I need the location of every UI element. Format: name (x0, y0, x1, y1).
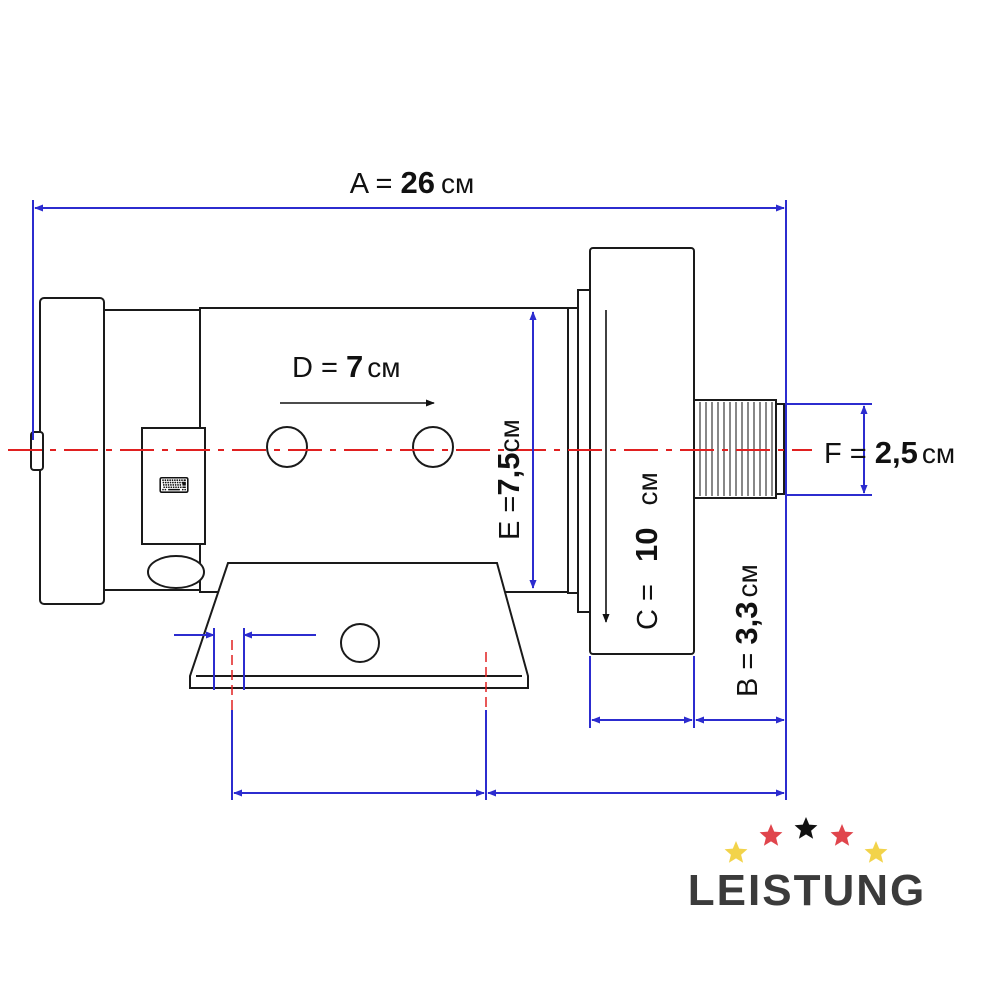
terminal-box (141, 427, 206, 545)
bracket-hole-markers (231, 640, 487, 710)
logo-star (864, 841, 888, 863)
leistung-logo: LEISTUNG (688, 817, 926, 915)
logo-star (794, 817, 818, 839)
body-hole-left (266, 426, 308, 468)
body-hole-right (412, 426, 454, 468)
logo-text: LEISTUNG (688, 866, 926, 915)
bracket-hole (340, 623, 380, 663)
terminal-box-marking: ⌨ (158, 473, 190, 498)
motor-drawing: ⌨ (30, 247, 785, 689)
label-e: E =7,5см (491, 419, 526, 540)
logo-star (759, 824, 783, 846)
logo-stars (724, 817, 888, 863)
label-c: C = 10см (629, 472, 664, 630)
logo-star (830, 824, 854, 846)
shaft-thread (699, 402, 773, 496)
oval-plug (147, 555, 205, 589)
dimension-lines (32, 200, 872, 800)
label-b: B = 3,3см (729, 564, 764, 697)
logo-star (724, 841, 748, 863)
